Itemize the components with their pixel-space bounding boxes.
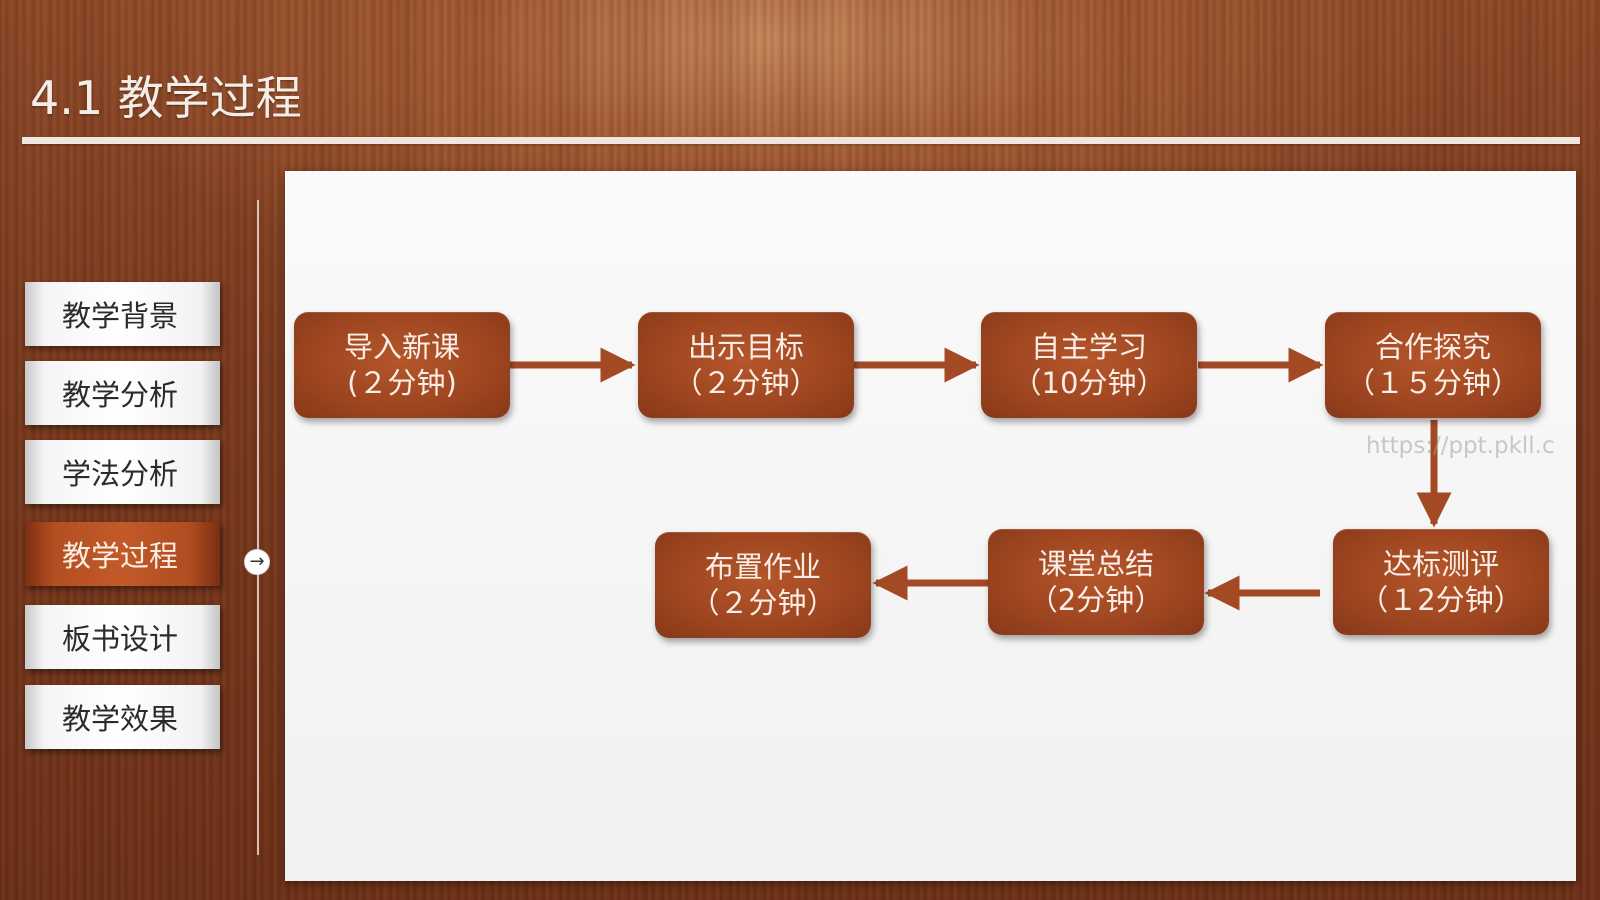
step-name: 出示目标 [687, 330, 804, 364]
flow-step-summary: 课堂总结 （2分钟） [988, 529, 1204, 635]
flow-step-homework: 布置作业 （２分钟） [655, 532, 871, 638]
step-name: 课堂总结 [1037, 547, 1154, 581]
flow-step-cooperative-inquiry: 合作探究 （１５分钟） [1325, 312, 1541, 418]
flow-step-assessment: 达标测评 （１2分钟） [1333, 529, 1549, 635]
step-duration: （10分钟） [1012, 366, 1166, 400]
nav-item-teaching-analysis[interactable]: 教学分析 [25, 361, 220, 425]
nav-item-teaching-process[interactable]: 教学过程 [25, 522, 220, 586]
step-duration: (２分钟) [347, 366, 457, 400]
step-name: 合作探究 [1374, 330, 1491, 364]
nav-item-board-design[interactable]: 板书设计 [25, 605, 220, 669]
flow-step-objectives: 出示目标 （２分钟） [638, 312, 854, 418]
nav-item-teaching-effect[interactable]: 教学效果 [25, 685, 220, 749]
step-duration: （１2分钟） [1359, 583, 1523, 617]
watermark: https://ppt.pkll.c [1366, 433, 1555, 459]
flow-step-import: 导入新课 (２分钟) [294, 312, 510, 418]
arrow-right-icon: → [244, 549, 270, 575]
step-name: 导入新课 [343, 330, 460, 364]
step-name: 自主学习 [1030, 330, 1147, 364]
step-duration: （２分钟） [690, 586, 836, 620]
step-duration: （１５分钟） [1345, 366, 1520, 400]
step-name: 布置作业 [704, 550, 821, 584]
content-panel [285, 171, 1576, 881]
sidebar-divider [257, 200, 259, 855]
step-duration: （２分钟） [673, 366, 819, 400]
nav-item-teaching-background[interactable]: 教学背景 [25, 282, 220, 346]
step-duration: （2分钟） [1028, 583, 1164, 617]
flow-step-self-study: 自主学习 （10分钟） [981, 312, 1197, 418]
step-name: 达标测评 [1382, 547, 1499, 581]
title-divider [22, 137, 1580, 144]
nav-item-learning-method-analysis[interactable]: 学法分析 [25, 440, 220, 504]
page-title: 4.1 教学过程 [30, 71, 302, 125]
